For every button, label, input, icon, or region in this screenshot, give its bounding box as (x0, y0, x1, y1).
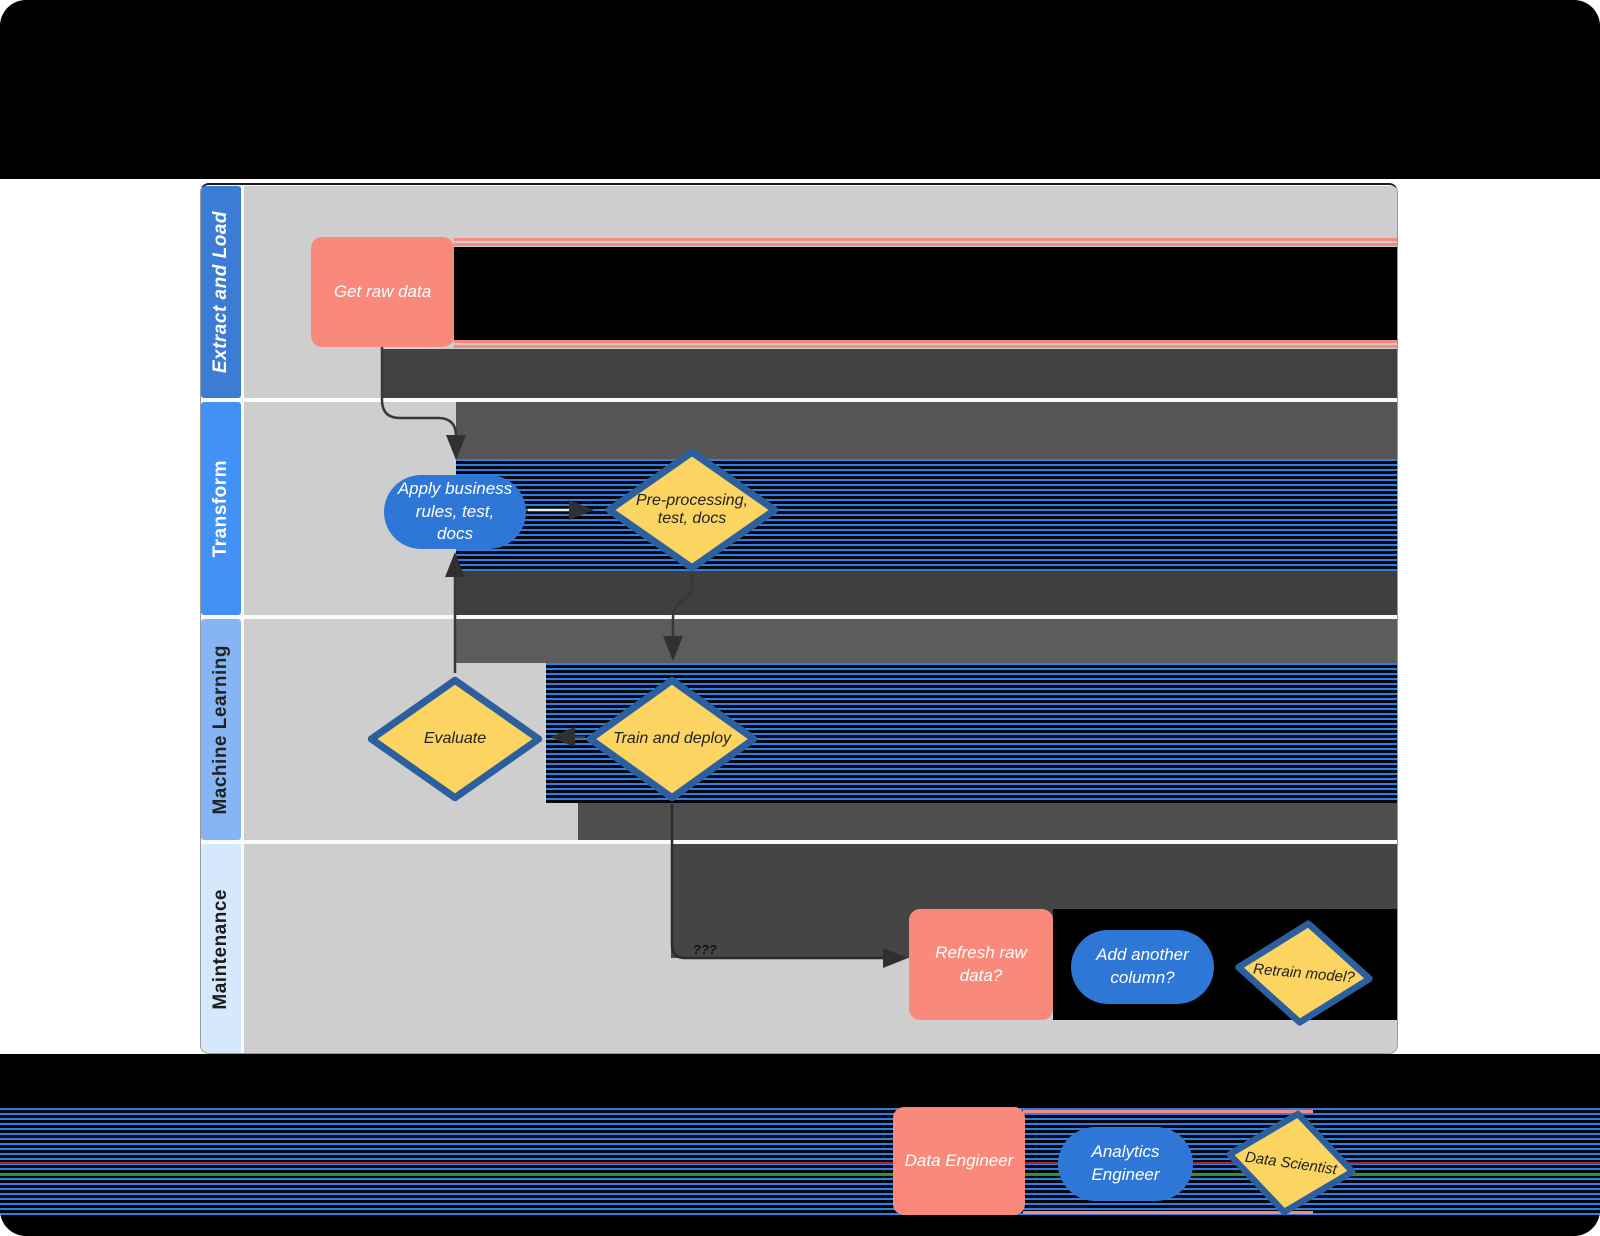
swimlane-canvas: Extract and Load Transform Machine Learn… (200, 183, 1398, 1054)
glitch-salmon-line (454, 345, 1397, 348)
glitch-salmon-line (454, 243, 1397, 246)
legend-analytics-engineer[interactable]: Analytics Engineer (1058, 1127, 1193, 1201)
lane-header-machine-learning[interactable]: Machine Learning (201, 619, 241, 840)
glitch-salmon-line (454, 238, 1397, 241)
top-backdrop (0, 0, 1600, 179)
glitch-mid-band (456, 402, 1397, 459)
lane-header-extract-and-load[interactable]: Extract and Load (201, 186, 241, 398)
legend-label: Analytics Engineer (1091, 1142, 1160, 1184)
glitch-dark-band (381, 349, 1397, 398)
node-add-another-column[interactable]: Add another column? (1071, 930, 1214, 1004)
glitch-salmon-line (1023, 1211, 1313, 1214)
node-evaluate[interactable]: Evaluate (366, 675, 544, 803)
diamond-shape-icon (605, 448, 779, 572)
glitch-salmon-line (454, 340, 1397, 343)
glitch-mid-band (456, 619, 1397, 663)
node-refresh-raw-data[interactable]: Refresh raw data? (909, 909, 1053, 1020)
legend-data-scientist[interactable]: Data Scientist (1218, 1100, 1364, 1225)
lane-title: Extract and Load (210, 210, 231, 374)
lane-title: Maintenance (210, 889, 231, 1010)
legend-label: Data Engineer (904, 1150, 1014, 1170)
diamond-shape-icon (586, 676, 758, 802)
lane-header-maintenance[interactable]: Maintenance (201, 844, 241, 1053)
node-retrain-model[interactable]: Retrain model? (1230, 913, 1379, 1033)
node-label: Train and deploy (613, 730, 731, 747)
node-label: Apply business rules, test, docs (397, 478, 513, 544)
legend-data-engineer[interactable]: Data Engineer (893, 1107, 1025, 1215)
node-label: Add another column? (1096, 945, 1189, 987)
node-label: Retrain model? (1252, 960, 1356, 986)
glitch-black-band (454, 247, 1397, 340)
node-apply-business-rules[interactable]: Apply business rules, test, docs (384, 475, 526, 549)
glitch-salmon-line (1023, 1110, 1313, 1113)
legend-label: Data Scientist (1243, 1148, 1338, 1178)
glitch-dark-band (456, 571, 1397, 615)
lane-header-transform[interactable]: Transform (201, 402, 241, 615)
glitch-green-line (0, 1174, 1600, 1176)
node-train-and-deploy[interactable]: Train and deploy (585, 675, 759, 803)
node-get-raw-data[interactable]: Get raw data (311, 237, 454, 347)
node-label: Get raw data (333, 281, 432, 301)
diamond-shape-icon (367, 676, 543, 802)
lane-title: Machine Learning (210, 644, 231, 815)
diamond-shape-icon (1226, 1110, 1356, 1216)
edge-label-maintenance-loop: ??? (693, 942, 717, 957)
glitch-red-line (0, 1162, 1600, 1164)
glitch-dark-band (578, 803, 1397, 840)
node-label: Evaluate (423, 730, 487, 747)
diamond-shape-icon (1235, 920, 1373, 1026)
node-preprocessing[interactable]: Pre-processing, test, docs (604, 447, 780, 573)
lane-title: Transform (210, 459, 231, 558)
node-label: Pre-processing, test, docs (635, 492, 749, 527)
node-label: Refresh raw data? (935, 942, 1027, 985)
glitch-stripe-band (456, 459, 1397, 571)
